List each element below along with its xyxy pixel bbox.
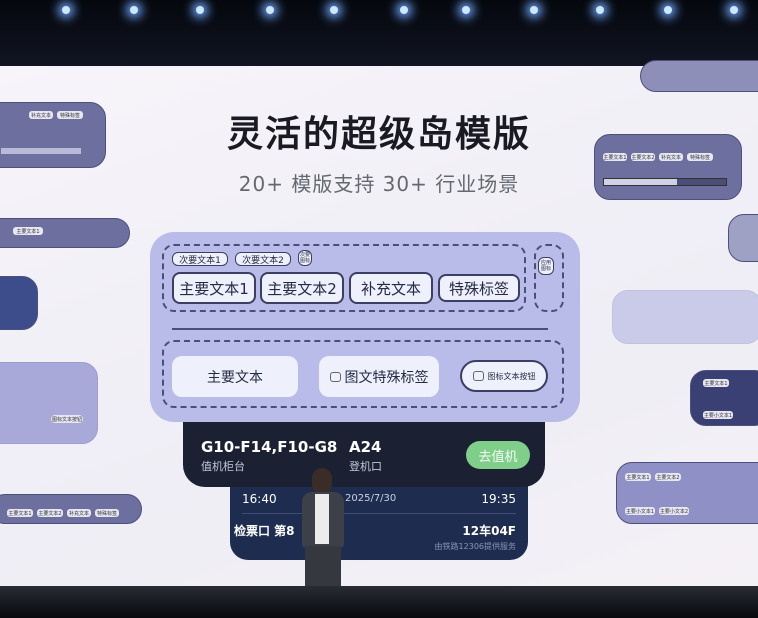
side-label: 主要文本1	[7, 509, 33, 517]
secondary-text-2: 次要文本2	[235, 252, 291, 266]
train-ticket-card: 16:40 2025/7/30 19:35 检票口 第8 12车04F 由铁路1…	[230, 482, 528, 560]
side-label: 图标文本按钮	[51, 415, 83, 423]
primary-text-1: 主要文本1	[172, 272, 256, 304]
side-label: 主要文本1	[625, 473, 651, 481]
spotlight	[596, 6, 604, 14]
side-template-card: 主要文本1 主要文本2 补充文本 特殊标签	[594, 134, 742, 200]
divider	[172, 328, 548, 330]
side-zone	[534, 244, 564, 312]
bottom-primary-text: 主要文本	[172, 356, 298, 397]
primary-text-2: 主要文本2	[260, 272, 344, 304]
spotlight	[62, 6, 70, 14]
checkin-counters: G10-F14,F10-G8	[201, 438, 338, 456]
side-template-card: 图标文本按钮	[0, 362, 98, 444]
side-label: 主要文本2	[631, 153, 655, 161]
side-label: 主要文本2	[655, 473, 681, 481]
spotlight	[730, 6, 738, 14]
arrive-time: 19:35	[481, 492, 516, 506]
progress-bar	[603, 178, 727, 186]
icon-text-button[interactable]: 图标文本按钮	[460, 360, 548, 392]
checkin-counters-label: 值机柜台	[201, 460, 245, 473]
side-label: 特殊标签	[57, 111, 83, 119]
spotlight	[462, 6, 470, 14]
side-label: 补充文本	[67, 509, 91, 517]
spotlight	[530, 6, 538, 14]
super-island-template-card: 次要文本1 次要文本2 次要图标 应用图标 主要文本1 主要文本2 补充文本 特…	[150, 232, 580, 422]
icon-text-button-label: 图标文本按钮	[487, 371, 536, 381]
depart-time: 16:40	[242, 492, 277, 506]
supplementary-text: 补充文本	[349, 272, 433, 304]
progress-bar	[1, 148, 81, 154]
ticket-gate: 检票口 第8	[234, 524, 295, 538]
gate-label: 登机口	[349, 460, 382, 473]
seat-number: 12车04F	[462, 524, 516, 538]
image-text-tag: 图文特殊标签	[319, 356, 439, 397]
side-template-card: 主要文本1	[0, 218, 130, 248]
side-label: 主要小文本1	[703, 411, 733, 419]
go-checkin-button[interactable]: 去值机	[466, 441, 530, 469]
side-label: 补充文本	[659, 153, 683, 161]
side-template-card: 主要文本1 主要文本2 补充文本 特殊标签	[0, 494, 142, 524]
travel-date: 2025/7/30	[345, 493, 397, 504]
secondary-icon: 次要图标	[298, 250, 312, 266]
presenter-shirt	[315, 494, 329, 544]
side-template-card: 主要文本1 主要小文本1	[690, 370, 758, 426]
presenter-head	[312, 468, 332, 494]
flight-checkin-card: G10-F14,F10-G8 值机柜台 A24 登机口 去值机	[183, 420, 545, 487]
bottom-zone	[162, 340, 564, 408]
side-template-card: 主要文本1 主要文本2 主要小文本1 主要小文本2	[616, 462, 758, 524]
spotlight	[400, 6, 408, 14]
slide-title: 灵活的超级岛模版	[226, 114, 531, 155]
spotlight	[664, 6, 672, 14]
side-template-card	[640, 60, 758, 92]
spotlight	[266, 6, 274, 14]
button-icon	[472, 371, 484, 381]
side-label: 特殊标签	[687, 153, 713, 161]
spotlight	[330, 6, 338, 14]
app-icon: 应用图标	[538, 257, 554, 275]
secondary-text-1: 次要文本1	[172, 252, 228, 266]
top-zone	[162, 244, 526, 312]
side-label: 主要小文本1	[625, 507, 655, 515]
side-template-card	[728, 214, 758, 262]
gate: A24	[349, 438, 382, 456]
side-label: 特殊标签	[95, 509, 119, 517]
special-tag: 特殊标签	[438, 274, 520, 302]
stage-ceiling	[0, 0, 758, 66]
side-label: 主要文本1	[13, 227, 43, 235]
side-label: 主要文本1	[703, 379, 729, 387]
side-template-card	[612, 290, 758, 344]
spotlight	[196, 6, 204, 14]
slide-subtitle: 20+ 模版支持 30+ 行业场景	[238, 172, 520, 196]
stage-floor	[0, 586, 758, 618]
divider	[242, 513, 516, 514]
image-icon	[329, 371, 341, 382]
side-label: 主要文本2	[37, 509, 63, 517]
spotlight	[130, 6, 138, 14]
side-label: 补充文本	[29, 111, 53, 119]
side-label: 主要小文本2	[659, 507, 689, 515]
image-text-tag-label: 图文特殊标签	[344, 369, 429, 386]
side-label: 主要文本1	[603, 153, 627, 161]
side-template-card: 补充文本 特殊标签	[0, 102, 106, 168]
side-template-card	[0, 276, 38, 330]
service-provider: 由铁路12306提供服务	[434, 542, 516, 551]
